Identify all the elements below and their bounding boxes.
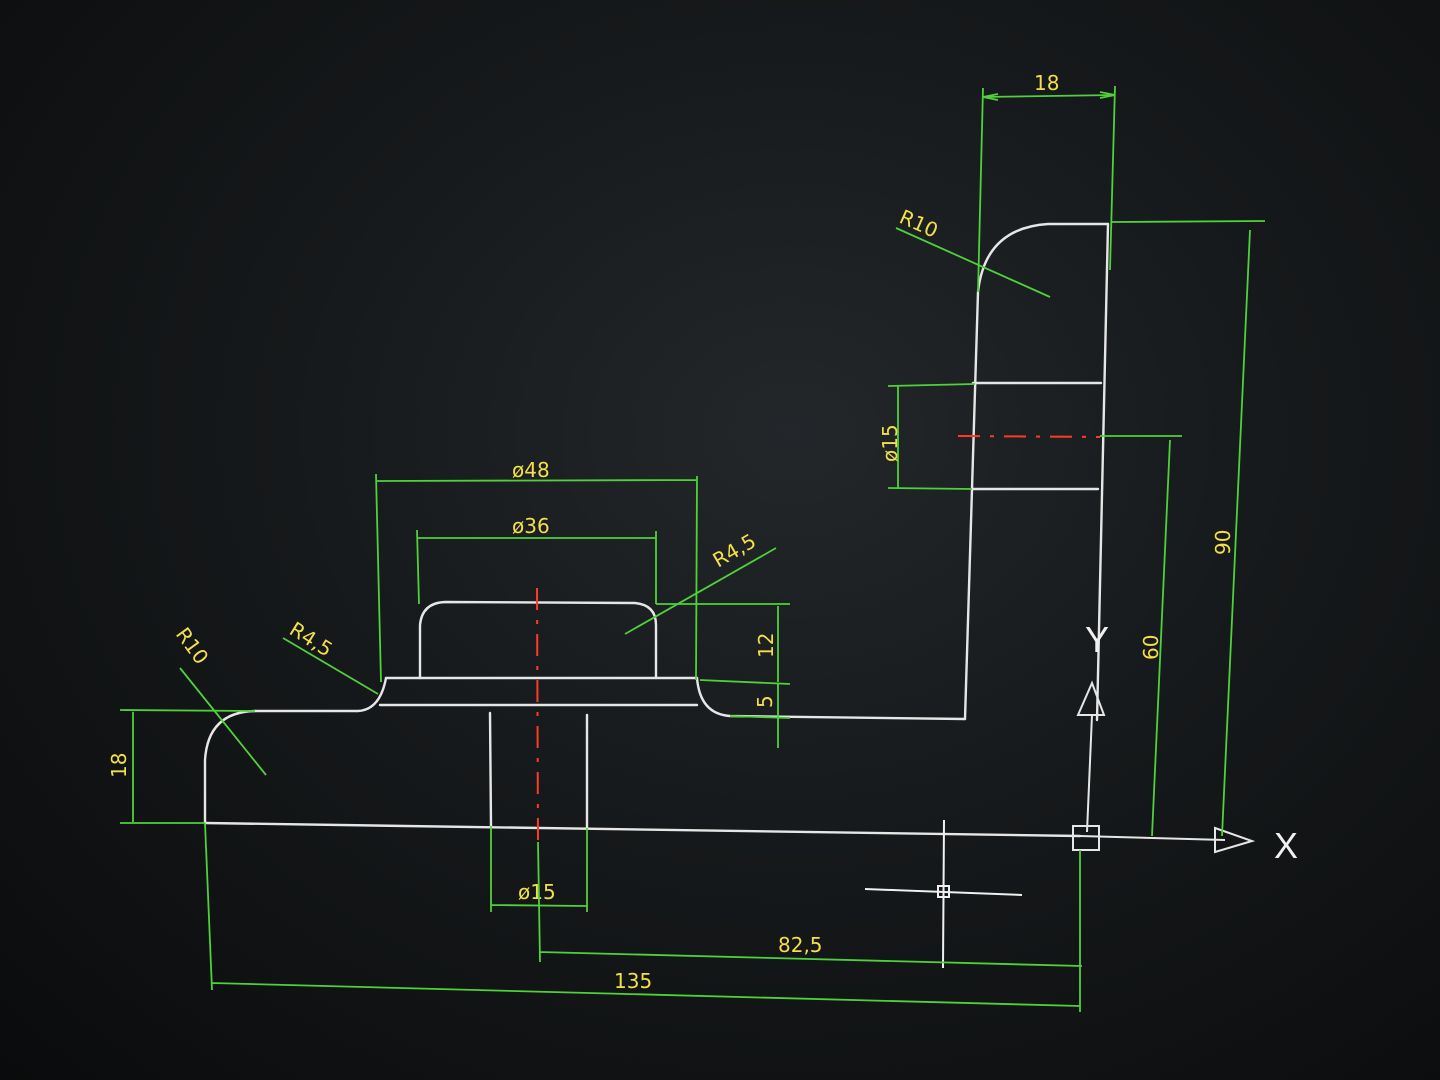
crosshair-cursor bbox=[864, 819, 1023, 969]
vertical-center-line bbox=[536, 587, 539, 843]
dim-r45-right-text: R4,5 bbox=[709, 529, 761, 573]
dimension-d48[interactable]: ø48 bbox=[375, 458, 698, 683]
dimension-60[interactable]: 60 bbox=[1100, 435, 1182, 837]
dimension-d15-bottom[interactable]: ø15 bbox=[490, 826, 588, 912]
x-axis-label: X bbox=[1274, 825, 1298, 866]
base-left-edge bbox=[203, 709, 257, 825]
dim-d15-bottom-text: ø15 bbox=[518, 880, 556, 904]
dim-82-5-text: 82,5 bbox=[778, 933, 823, 957]
dim-5-text: 5 bbox=[753, 695, 777, 708]
y-axis-label: Y bbox=[1085, 619, 1109, 660]
dimension-18-left[interactable]: 18 bbox=[107, 709, 256, 824]
dim-d15-hole-text: ø15 bbox=[878, 424, 902, 462]
x-axis-line bbox=[1079, 835, 1226, 841]
dimension-5[interactable]: 5 bbox=[729, 684, 791, 748]
dim-12-text: 12 bbox=[754, 633, 778, 658]
dim-18-left-text: 18 bbox=[107, 753, 131, 778]
x-axis-arrow bbox=[1214, 826, 1256, 854]
dimension-82-5[interactable]: 82,5 bbox=[537, 841, 1083, 967]
base-bottom-edge bbox=[203, 821, 1082, 838]
dimension-r45-right[interactable]: R4,5 bbox=[624, 529, 777, 635]
dimension-135[interactable]: 135 bbox=[204, 822, 1081, 1012]
ucs-origin-box bbox=[1072, 825, 1100, 851]
dim-d48-text: ø48 bbox=[512, 458, 550, 482]
horizontal-center-line bbox=[957, 435, 1101, 438]
y-axis-arrow bbox=[1076, 680, 1106, 716]
dimension-18-top[interactable]: 18 bbox=[977, 71, 1116, 293]
dimension-r10-top[interactable]: R10 bbox=[895, 205, 1051, 298]
plate-right-edge bbox=[1095, 222, 1110, 722]
dimension-d36[interactable]: ø36 bbox=[416, 514, 657, 605]
dim-60-text: 60 bbox=[1139, 635, 1163, 660]
base-top-left bbox=[253, 676, 388, 713]
base-top-right bbox=[695, 676, 967, 721]
dim-r10-left-text: R10 bbox=[171, 623, 214, 669]
dimension-12[interactable]: 12 bbox=[656, 603, 791, 685]
y-axis-line bbox=[1086, 714, 1093, 833]
dim-r10-top-text: R10 bbox=[896, 205, 942, 243]
dimension-r10-left[interactable]: R10 bbox=[171, 623, 267, 776]
dim-135-text: 135 bbox=[614, 969, 652, 993]
ucs-icon: X Y bbox=[1072, 619, 1298, 866]
dim-90-text: 90 bbox=[1211, 530, 1235, 555]
center-lines bbox=[536, 435, 1101, 843]
dimension-90[interactable]: 90 bbox=[1111, 220, 1266, 837]
hole-left-edge bbox=[488, 711, 493, 828]
part-outline bbox=[203, 222, 1110, 838]
dimension-d15-hole[interactable]: ø15 bbox=[878, 383, 976, 490]
dimension-r45-left[interactable]: R4,5 bbox=[282, 617, 379, 695]
dim-18-top-text: 18 bbox=[1034, 71, 1059, 95]
dim-d36-text: ø36 bbox=[512, 514, 550, 538]
